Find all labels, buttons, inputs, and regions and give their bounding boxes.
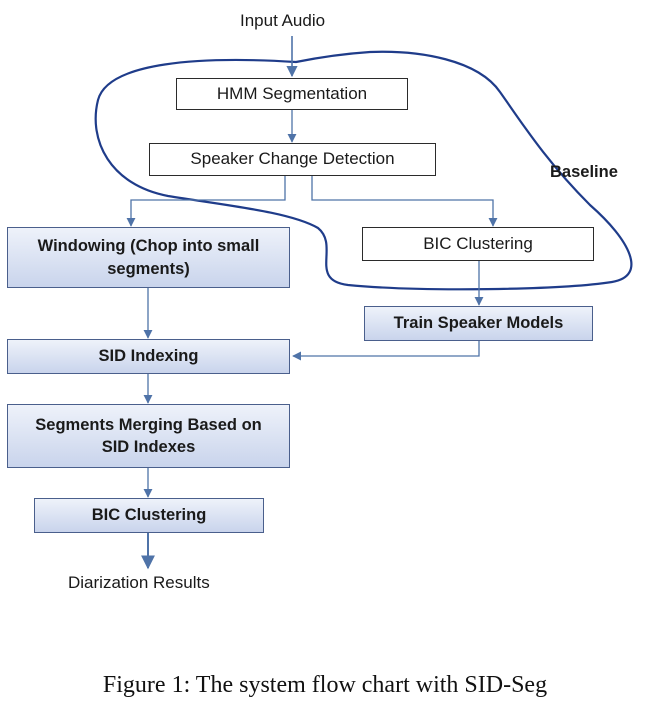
hmm-segmentation-box: HMM Segmentation [176,78,408,110]
figure-caption: Figure 1: The system flow chart with SID… [102,672,548,698]
hmm-segmentation-text: HMM Segmentation [216,83,368,103]
sid-indexing-box: SID Indexing [7,339,290,374]
diarization-results-label: Diarization Results [68,573,210,592]
sid-indexing-text: SID Indexing [98,347,199,366]
segments-merging-text-line1: Segments Merging Based on [35,415,262,434]
windowing-text-line1: Windowing (Chop into small [37,237,260,256]
baseline-label: Baseline [550,163,618,181]
input-audio-label: Input Audio [240,11,326,30]
arrow-scd-to-windowing [126,176,286,227]
bic-clustering-final-box: BIC Clustering [34,498,264,533]
train-speaker-models-box: Train Speaker Models [364,306,593,341]
arrow-train-to-sid [292,341,480,361]
train-speaker-models-text: Train Speaker Models [393,314,564,333]
windowing-box: Windowing (Chop into small segments) [7,227,290,288]
baseline-outline [94,50,633,291]
bic-clustering-baseline-text: BIC Clustering [423,233,533,253]
bic-clustering-baseline-box: BIC Clustering [362,227,594,261]
arrow-scd-to-bic [311,176,498,227]
speaker-change-detection-text: Speaker Change Detection [190,149,395,169]
segments-merging-box: Segments Merging Based on SID Indexes [7,404,290,468]
speaker-change-detection-box: Speaker Change Detection [149,143,436,176]
windowing-text-line2: segments) [107,259,190,278]
bic-clustering-final-text: BIC Clustering [91,506,207,525]
segments-merging-text-line2: SID Indexes [101,438,196,456]
